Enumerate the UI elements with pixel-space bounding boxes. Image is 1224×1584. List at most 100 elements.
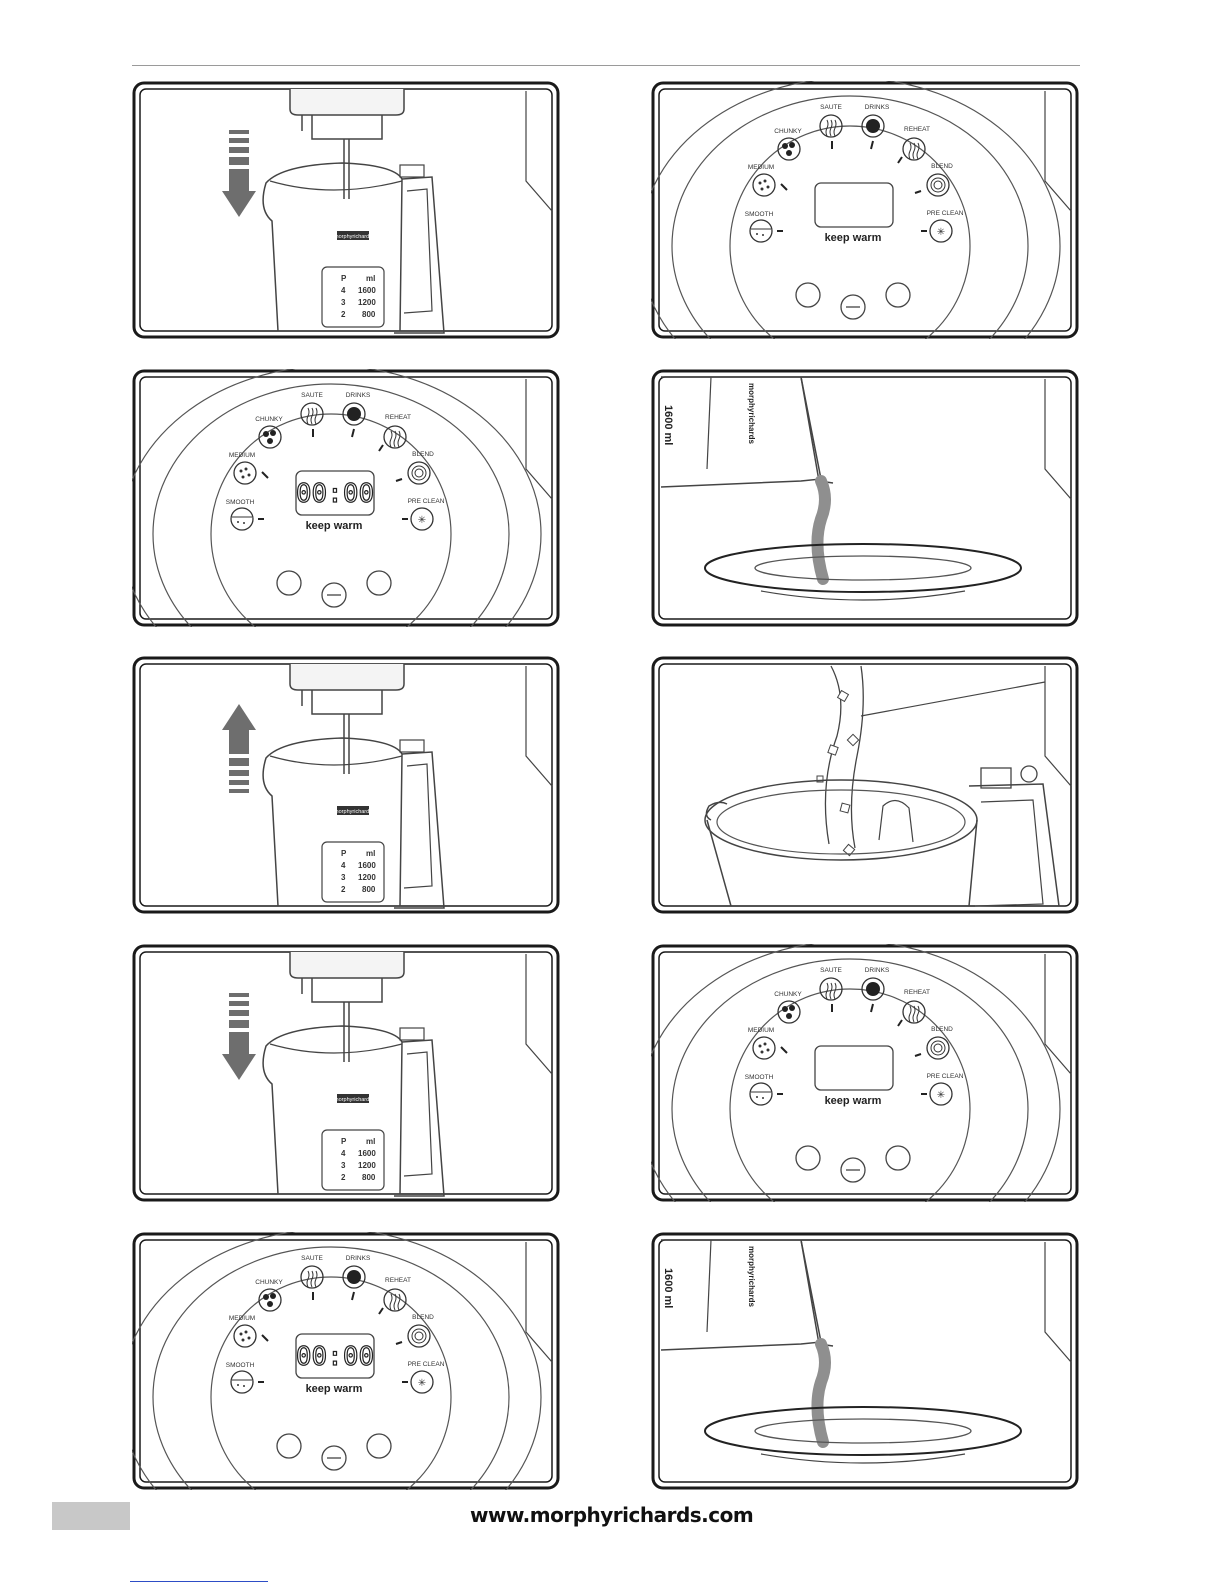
saute-label: SAUTE <box>301 392 323 399</box>
svg-text:✳: ✳ <box>937 227 945 238</box>
medium-label: MEDIUM <box>748 164 774 171</box>
svg-text:2: 2 <box>341 310 346 319</box>
svg-text:ml: ml <box>366 1137 375 1146</box>
panel-pouring-4: 1600 ml morphyrichards <box>651 369 1079 627</box>
saute-label: SAUTE <box>820 967 842 974</box>
lcd-display <box>295 1333 375 1379</box>
down-arrow-icon <box>222 993 256 1080</box>
pre-clean-button-icon: ✳ <box>410 1370 434 1394</box>
svg-text:2: 2 <box>341 1173 346 1182</box>
bottom-link-underline <box>130 1581 268 1582</box>
pre-clean-label: PRE CLEAN <box>408 1361 445 1368</box>
medium-label: MEDIUM <box>229 452 255 459</box>
chunky-label: CHUNKY <box>774 991 802 998</box>
keep-warm-label: keep warm <box>825 232 882 244</box>
vertical-brand-label: morphyrichards <box>747 383 756 444</box>
drinks-button-icon <box>342 402 366 426</box>
left-control-button <box>795 282 821 308</box>
control-panel-illustration: ✳ CHUNKY SAUTE DRINKS REHEAT MEDIUM BLEN… <box>132 369 560 627</box>
right-control-button <box>366 1433 392 1459</box>
smooth-label: SMOOTH <box>745 1074 774 1081</box>
top-rule <box>132 65 1080 66</box>
capacity-scale: P ml 4 1600 3 1200 2 800 <box>321 841 385 903</box>
lcd-time: 00:00 <box>296 1342 374 1372</box>
drinks-label: DRINKS <box>346 392 371 399</box>
drinks-label: DRINKS <box>865 104 890 111</box>
drinks-button-icon <box>861 977 885 1001</box>
pre-clean-label: PRE CLEAN <box>408 498 445 505</box>
website-url[interactable]: www.morphyrichards.com <box>470 1503 754 1527</box>
lcd-display <box>814 1045 894 1091</box>
blend-button-icon <box>926 1036 950 1060</box>
svg-text:4: 4 <box>341 286 346 295</box>
blender-lowering-illustration: morphyrichards P ml 4 1600 3 1200 2 800 <box>132 944 560 1202</box>
panel-blender-raising-5: morphyrichards P ml 4 1600 3 1200 2 800 <box>132 656 560 914</box>
medium-button-icon <box>233 461 257 485</box>
svg-text:1600: 1600 <box>358 861 376 870</box>
power-button <box>840 294 866 320</box>
reheat-button-icon <box>902 137 926 161</box>
smooth-button-icon <box>230 1370 254 1394</box>
saute-button-icon <box>819 977 843 1001</box>
chunky-label: CHUNKY <box>255 416 283 423</box>
chunky-button-icon <box>258 1288 282 1312</box>
panel-blender-lowering-1: morphyrichards P ml 4 1600 3 1200 2 800 <box>132 81 560 339</box>
svg-text:morphyrichards: morphyrichards <box>334 1097 372 1103</box>
reheat-label: REHEAT <box>904 989 930 996</box>
panel-control-panel-time-9: ✳ CHUNKY SAUTE DRINKS REHEAT MEDIUM BLEN… <box>132 1232 560 1490</box>
svg-text:P: P <box>341 1137 347 1146</box>
chunky-label: CHUNKY <box>255 1279 283 1286</box>
lcd-time: 00:00 <box>296 479 374 509</box>
down-arrow-icon <box>222 130 256 217</box>
pre-clean-label: PRE CLEAN <box>927 1073 964 1080</box>
power-button <box>321 582 347 608</box>
smooth-button-icon <box>749 1082 773 1106</box>
svg-text:800: 800 <box>362 885 376 894</box>
vertical-capacity-label: 1600 ml <box>662 1268 674 1308</box>
drinks-label: DRINKS <box>346 1255 371 1262</box>
keep-warm-label: keep warm <box>825 1095 882 1107</box>
svg-text:✳: ✳ <box>418 1378 426 1389</box>
lcd-display <box>814 182 894 228</box>
panel-control-panel-time-3: ✳ CHUNKY SAUTE DRINKS REHEAT MEDIUM BLEN… <box>132 369 560 627</box>
svg-text:3: 3 <box>341 1161 346 1170</box>
svg-text:4: 4 <box>341 861 346 870</box>
saute-button-icon <box>300 402 324 426</box>
lcd-display <box>295 470 375 516</box>
svg-text:morphyrichards: morphyrichards <box>334 234 372 240</box>
vertical-capacity-label: 1600 ml <box>662 405 674 445</box>
reheat-button-icon <box>383 1288 407 1312</box>
saute-button-icon <box>819 114 843 138</box>
smooth-button-icon <box>749 219 773 243</box>
pre-clean-button-icon: ✳ <box>929 219 953 243</box>
pre-clean-label: PRE CLEAN <box>927 210 964 217</box>
svg-text:2: 2 <box>341 885 346 894</box>
svg-text:1600: 1600 <box>358 286 376 295</box>
reheat-label: REHEAT <box>904 126 930 133</box>
pouring-illustration: 1600 ml morphyrichards <box>651 1232 1079 1490</box>
blend-label: BLEND <box>931 163 953 170</box>
drinks-label: DRINKS <box>865 967 890 974</box>
panel-control-panel-blank-8: ✳ CHUNKY SAUTE DRINKS REHEAT MEDIUM BLEN… <box>651 944 1079 1202</box>
svg-text:1600 ml: 1600 ml <box>662 1268 674 1308</box>
saute-label: SAUTE <box>301 1255 323 1262</box>
panel-blender-lowering-7: morphyrichards P ml 4 1600 3 1200 2 800 <box>132 944 560 1202</box>
svg-text:1200: 1200 <box>358 873 376 882</box>
reheat-button-icon <box>383 425 407 449</box>
panel-control-panel-blank-2: ✳ CHUNKY SAUTE DRINKS REHEAT MEDIUM BLEN… <box>651 81 1079 339</box>
medium-label: MEDIUM <box>748 1027 774 1034</box>
blend-label: BLEND <box>931 1026 953 1033</box>
smooth-button-icon <box>230 507 254 531</box>
drinks-button-icon <box>861 114 885 138</box>
svg-text:✳: ✳ <box>937 1090 945 1101</box>
svg-text:morphyrichards: morphyrichards <box>747 383 756 444</box>
panel-adding-ingredients-6 <box>651 656 1079 914</box>
control-panel-illustration: ✳ CHUNKY SAUTE DRINKS REHEAT MEDIUM BLEN… <box>651 944 1079 1202</box>
power-button <box>321 1445 347 1471</box>
blend-button-icon <box>407 1324 431 1348</box>
svg-text:1200: 1200 <box>358 1161 376 1170</box>
drinks-button-icon <box>342 1265 366 1289</box>
chunky-button-icon <box>777 137 801 161</box>
page-number-tab <box>52 1502 130 1530</box>
right-control-button <box>366 570 392 596</box>
